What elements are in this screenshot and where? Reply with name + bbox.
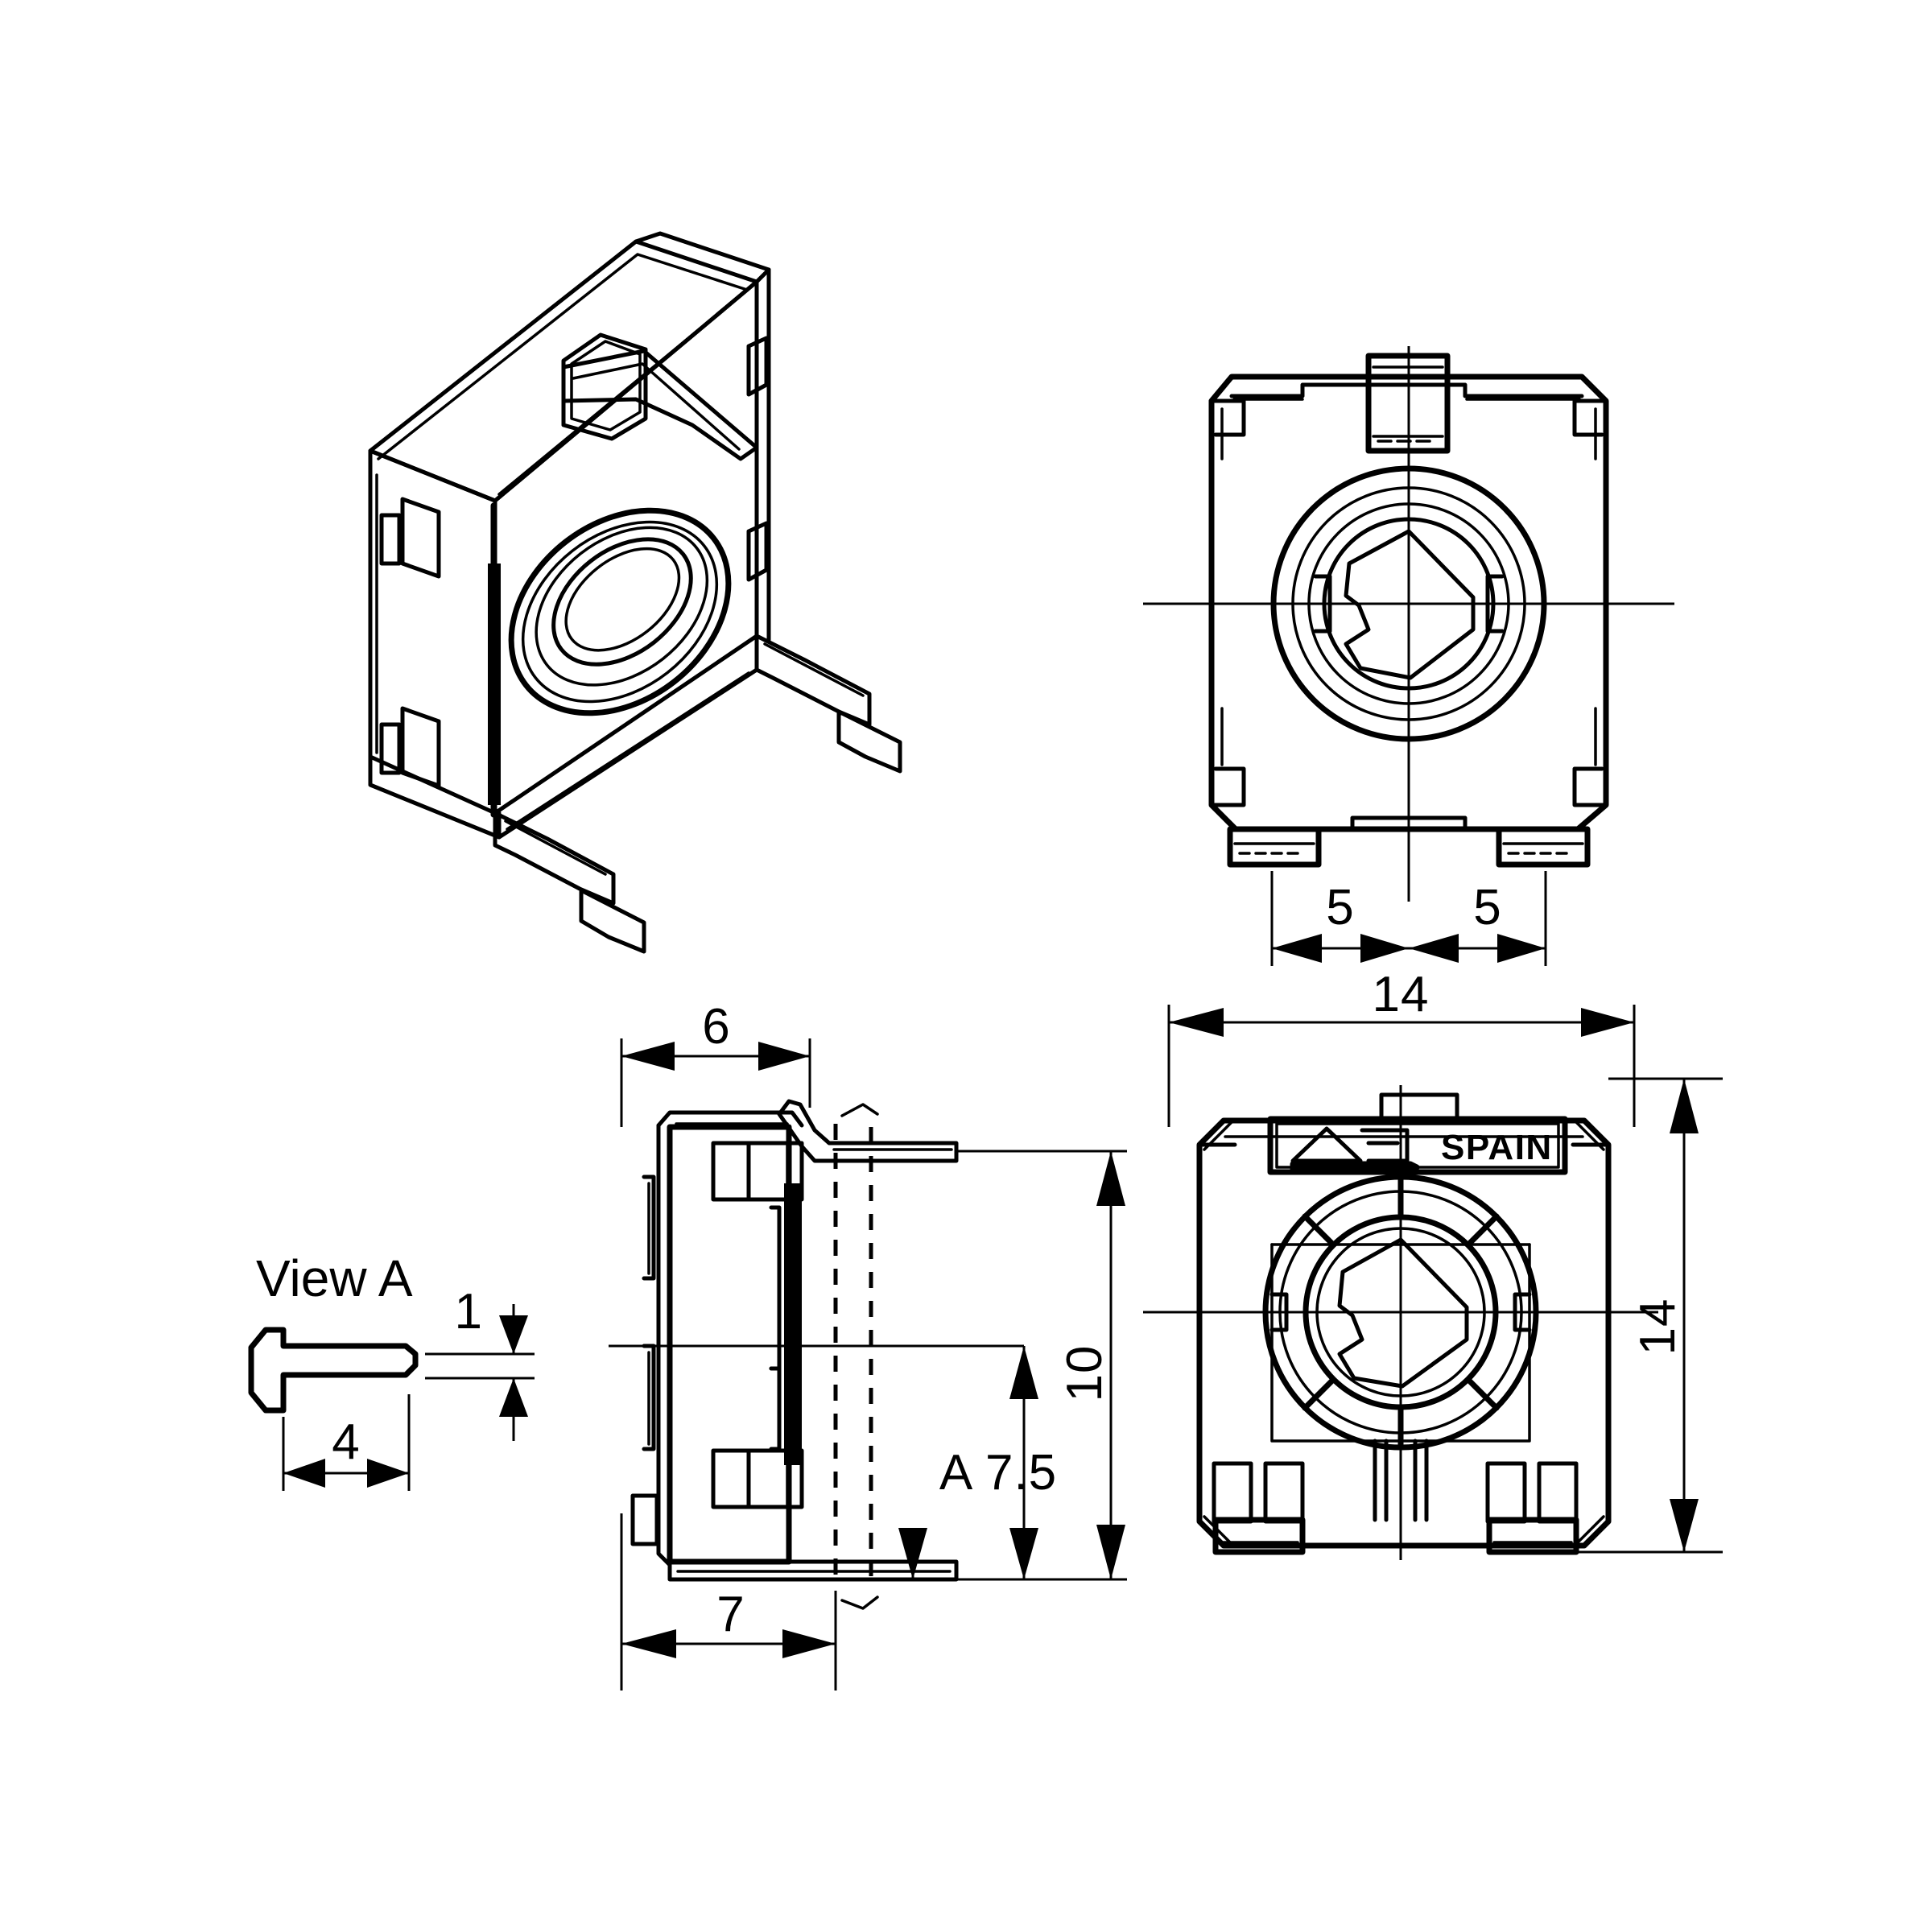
dimension-5-left-text: 5 — [1326, 880, 1354, 935]
dimension-7: 7 — [620, 1513, 837, 1690]
rear-view-foot-left — [1227, 826, 1322, 868]
dimension-14-width-text: 14 — [1373, 967, 1430, 1022]
dimension-10: 10 — [956, 1150, 1127, 1581]
isometric-view — [368, 231, 902, 954]
dimension-10-text: 10 — [1057, 1345, 1113, 1402]
acp-logo — [1290, 1126, 1420, 1174]
dimension-5-left: 5 — [1270, 871, 1409, 966]
dimension-6-text: 6 — [702, 999, 730, 1055]
dimension-1-text: 1 — [455, 1284, 483, 1340]
dimension-1: 1 — [425, 1284, 535, 1441]
rear-view-foot-right — [1496, 826, 1591, 868]
dimension-5-right-text: 5 — [1473, 880, 1501, 935]
rear-view: 5 5 — [1143, 346, 1674, 966]
view-a-detail: View A 4 1 — [248, 1249, 535, 1491]
dimension-7-text: 7 — [716, 1587, 745, 1642]
dimension-4: 4 — [282, 1394, 411, 1491]
spain-label: SPAIN — [1441, 1128, 1553, 1167]
view-a-label: View A — [256, 1249, 413, 1307]
dimension-5-right: 5 — [1409, 871, 1547, 966]
dimension-6: 6 — [620, 999, 811, 1127]
dimension-14-height-text: 14 — [1630, 1298, 1686, 1356]
dimension-4-text: 4 — [332, 1414, 360, 1470]
dimension-14-width: 14 — [1167, 967, 1636, 1127]
side-view: 6 7 A 7.5 — [609, 999, 1127, 1690]
dimension-a-7-5: A 7.5 — [898, 1346, 1057, 1581]
front-view: SPAIN — [1143, 967, 1723, 1560]
dimension-14-height: 14 — [1576, 1077, 1723, 1554]
dimension-a-7-5-text: A 7.5 — [939, 1445, 1057, 1501]
